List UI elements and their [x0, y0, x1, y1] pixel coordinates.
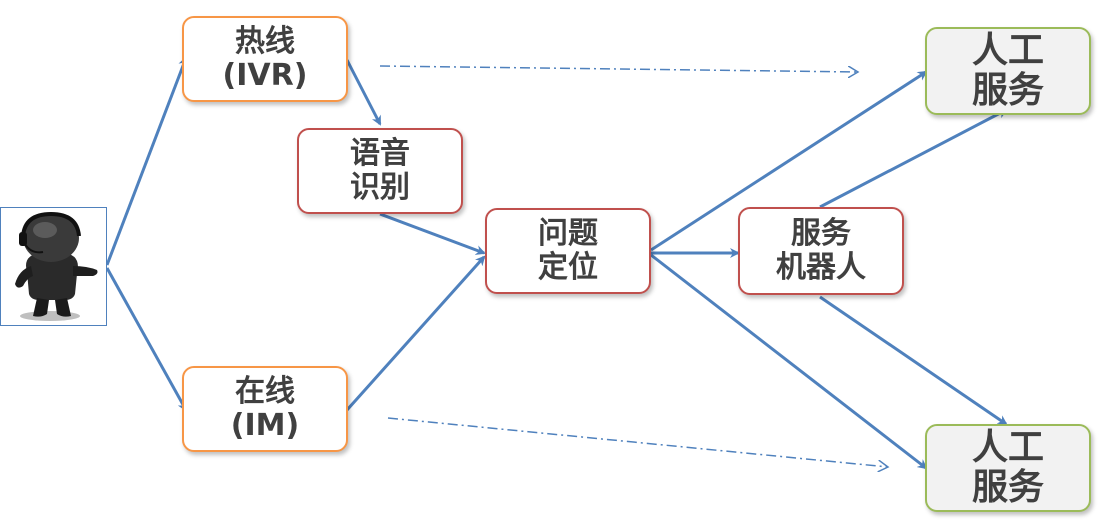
node-human-service-top-line2: 服务 [971, 70, 1044, 111]
arrow-problem-to-human-bottom [650, 253, 928, 470]
arrow-online-to-problem [345, 255, 486, 412]
node-problem-locating: 问题 定位 [485, 208, 651, 294]
node-speech-recognition: 语音 识别 [297, 128, 463, 214]
arrow-user-to-hotline [105, 56, 188, 266]
node-speech-recognition-line1: 语音 [350, 136, 410, 172]
node-human-service-bottom-line2: 服务 [971, 467, 1044, 508]
node-service-robot: 服务 机器人 [738, 207, 904, 295]
node-service-robot-line1: 服务 [791, 216, 851, 252]
node-hotline-ivr-line1: 热线 [235, 24, 295, 60]
node-service-robot-line2: 机器人 [776, 250, 866, 285]
node-human-service-top: 人工 服务 [925, 27, 1091, 115]
node-problem-locating-line2: 定位 [538, 250, 598, 285]
dashed-arrow-hotline-to-human-top [379, 65, 858, 72]
node-human-service-bottom: 人工 服务 [925, 424, 1091, 512]
node-human-service-bottom-line1: 人工 [971, 426, 1044, 468]
node-human-service-top-line1: 人工 [971, 29, 1044, 71]
node-online-im: 在线 (IM) [182, 366, 348, 452]
arrow-hotline-to-speech [345, 59, 382, 126]
node-speech-recognition-line2: 识别 [350, 170, 410, 205]
user-avatar [0, 207, 107, 326]
node-problem-locating-line1: 问题 [538, 216, 598, 252]
arrow-user-to-online [105, 267, 188, 412]
arrow-speech-to-problem [379, 212, 486, 255]
node-online-im-line2: (IM) [230, 408, 300, 443]
node-online-im-line1: 在线 [235, 374, 295, 410]
arrow-robot-to-human-top [819, 108, 1008, 209]
arrow-problem-to-human-top [650, 70, 928, 252]
user-avatar-icon [15, 211, 98, 321]
node-hotline-ivr-line2: (IVR) [222, 58, 308, 93]
dashed-arrow-online-to-human-bottom [387, 417, 888, 467]
node-hotline-ivr: 热线 (IVR) [182, 16, 348, 102]
arrow-robot-to-human-bottom [819, 295, 1008, 426]
